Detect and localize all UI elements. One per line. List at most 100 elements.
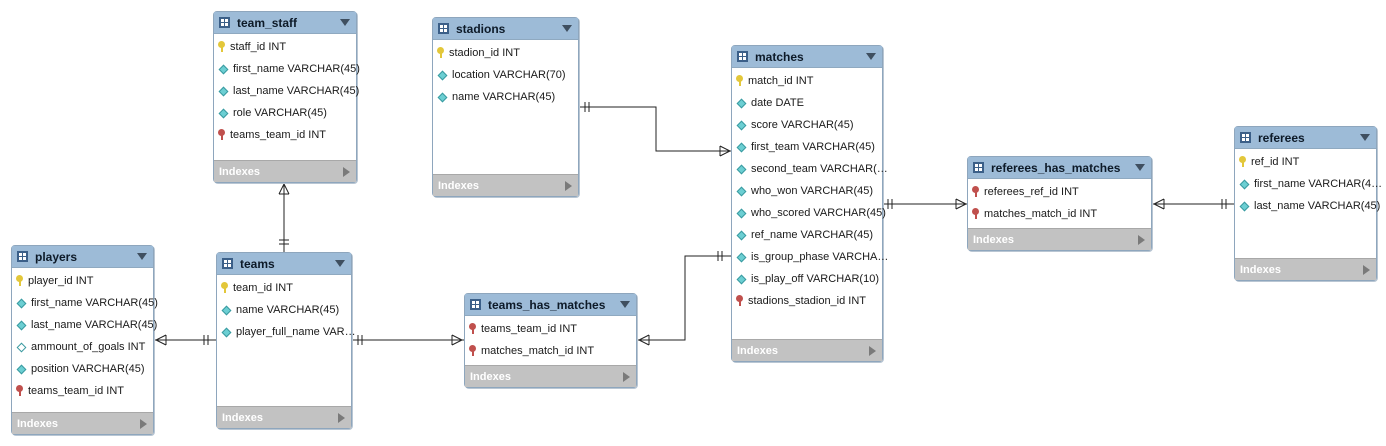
column-row[interactable]: location VARCHAR(70) <box>433 64 578 86</box>
table-referees[interactable]: referees ref_id INT first_name VARCHAR(4… <box>1234 126 1382 281</box>
table-matches[interactable]: matches match_id INT date DATE score VAR… <box>731 45 888 362</box>
column-row[interactable]: staff_id INT <box>214 36 356 58</box>
collapse-arrow-icon[interactable] <box>335 260 345 267</box>
indexes-section[interactable]: Indexes <box>217 406 351 428</box>
column-row[interactable]: date DATE <box>732 92 882 114</box>
column-row[interactable]: last_name VARCHAR(45) <box>12 314 157 336</box>
column-row[interactable]: teams_team_id INT <box>214 124 356 146</box>
column-row[interactable]: is_group_phase VARCHA… <box>732 246 888 268</box>
column-row[interactable]: stadion_id INT <box>433 42 578 64</box>
column-list: stadion_id INT location VARCHAR(70) name… <box>433 40 578 108</box>
table-title: team_staff <box>237 15 298 30</box>
column-label: role VARCHAR(45) <box>233 107 327 119</box>
table-title: referees_has_matches <box>991 160 1121 175</box>
table-team-staff[interactable]: team_staff staff_id INT first_name VARCH… <box>213 11 360 183</box>
column-row[interactable]: ref_id INT <box>1235 151 1376 173</box>
table-teams[interactable]: teams team_id INT name VARCHAR(45) playe… <box>216 252 356 429</box>
column-diamond-icon <box>221 305 232 315</box>
table-header[interactable]: referees <box>1235 127 1376 149</box>
column-row[interactable]: who_scored VARCHAR(45) <box>732 202 886 224</box>
column-row[interactable]: last_name VARCHAR(45) <box>1235 195 1380 217</box>
foreign-key-icon <box>469 323 476 335</box>
column-diamond-icon <box>736 274 747 284</box>
expand-arrow-icon[interactable] <box>140 418 147 429</box>
indexes-section[interactable]: Indexes <box>214 160 356 182</box>
column-label: who_scored VARCHAR(45) <box>751 207 886 219</box>
indexes-section[interactable]: Indexes <box>1235 258 1376 280</box>
column-diamond-icon <box>736 186 747 196</box>
table-header[interactable]: players <box>12 246 153 268</box>
collapse-arrow-icon[interactable] <box>562 25 572 32</box>
column-row[interactable]: first_name VARCHAR(4… <box>1235 173 1382 195</box>
column-row[interactable]: who_won VARCHAR(45) <box>732 180 882 202</box>
expand-arrow-icon[interactable] <box>338 412 345 423</box>
indexes-section[interactable]: Indexes <box>12 412 153 434</box>
indexes-label: Indexes <box>222 411 263 424</box>
expand-arrow-icon[interactable] <box>1138 234 1145 245</box>
column-row[interactable]: teams_team_id INT <box>12 380 153 402</box>
table-stadions[interactable]: stadions stadion_id INT location VARCHAR… <box>432 17 579 197</box>
column-row[interactable]: player_id INT <box>12 270 153 292</box>
table-header[interactable]: referees_has_matches <box>968 157 1151 179</box>
expand-arrow-icon[interactable] <box>623 371 630 382</box>
column-row[interactable]: matches_match_id INT <box>968 203 1151 225</box>
indexes-section[interactable]: Indexes <box>465 365 636 387</box>
column-row[interactable]: name VARCHAR(45) <box>433 86 578 108</box>
column-label: first_name VARCHAR(45) <box>31 297 158 309</box>
column-diamond-icon <box>16 298 27 308</box>
indexes-section[interactable]: Indexes <box>968 228 1151 250</box>
column-row[interactable]: referees_ref_id INT <box>968 181 1151 203</box>
table-header[interactable]: matches <box>732 46 882 68</box>
table-header[interactable]: team_staff <box>214 12 356 34</box>
collapse-arrow-icon[interactable] <box>1360 134 1370 141</box>
table-players[interactable]: players player_id INT first_name VARCHAR… <box>11 245 158 435</box>
column-label: ref_name VARCHAR(45) <box>751 229 874 241</box>
column-row[interactable]: ref_name VARCHAR(45) <box>732 224 882 246</box>
expand-arrow-icon[interactable] <box>1363 264 1370 275</box>
column-diamond-icon <box>1239 201 1250 211</box>
table-header[interactable]: stadions <box>433 18 578 40</box>
expand-arrow-icon[interactable] <box>869 345 876 356</box>
column-row[interactable]: second_team VARCHAR(… <box>732 158 888 180</box>
column-label: staff_id INT <box>230 41 287 53</box>
column-diamond-icon <box>437 92 448 102</box>
column-row[interactable]: position VARCHAR(45) <box>12 358 153 380</box>
indexes-section[interactable]: Indexes <box>732 339 882 361</box>
collapse-arrow-icon[interactable] <box>137 253 147 260</box>
table-referees-has-matches[interactable]: referees_has_matches referees_ref_id INT… <box>967 156 1152 251</box>
indexes-section[interactable]: Indexes <box>433 174 578 196</box>
indexes-label: Indexes <box>470 370 511 383</box>
collapse-arrow-icon[interactable] <box>620 301 630 308</box>
table-header[interactable]: teams <box>217 253 351 275</box>
column-diamond-empty-icon <box>16 342 27 352</box>
column-row[interactable]: matches_match_id INT <box>465 340 636 362</box>
column-row[interactable]: player_full_name VAR… <box>217 321 356 343</box>
column-row[interactable]: is_play_off VARCHAR(10) <box>732 268 882 290</box>
column-row[interactable]: name VARCHAR(45) <box>217 299 351 321</box>
column-row[interactable]: score VARCHAR(45) <box>732 114 882 136</box>
column-row[interactable]: role VARCHAR(45) <box>214 102 356 124</box>
column-label: score VARCHAR(45) <box>751 119 854 131</box>
expand-arrow-icon[interactable] <box>565 180 572 191</box>
column-label: teams_team_id INT <box>481 323 577 335</box>
column-row[interactable]: ammount_of_goals INT <box>12 336 153 358</box>
column-row[interactable]: match_id INT <box>732 70 882 92</box>
column-label: match_id INT <box>748 75 814 87</box>
column-row[interactable]: first_name VARCHAR(45) <box>214 58 360 80</box>
column-row[interactable]: team_id INT <box>217 277 351 299</box>
collapse-arrow-icon[interactable] <box>866 53 876 60</box>
column-row[interactable]: stadions_stadion_id INT <box>732 290 882 312</box>
table-teams-has-matches[interactable]: teams_has_matches teams_team_id INT matc… <box>464 293 637 388</box>
column-row[interactable]: teams_team_id INT <box>465 318 636 340</box>
column-row[interactable]: first_team VARCHAR(45) <box>732 136 882 158</box>
expand-arrow-icon[interactable] <box>343 166 350 177</box>
column-label: ammount_of_goals INT <box>31 341 146 353</box>
column-row[interactable]: first_name VARCHAR(45) <box>12 292 158 314</box>
collapse-arrow-icon[interactable] <box>340 19 350 26</box>
column-row[interactable]: last_name VARCHAR(45) <box>214 80 359 102</box>
column-label: who_won VARCHAR(45) <box>751 185 874 197</box>
collapse-arrow-icon[interactable] <box>1135 164 1145 171</box>
column-label: matches_match_id INT <box>984 208 1098 220</box>
table-header[interactable]: teams_has_matches <box>465 294 636 316</box>
